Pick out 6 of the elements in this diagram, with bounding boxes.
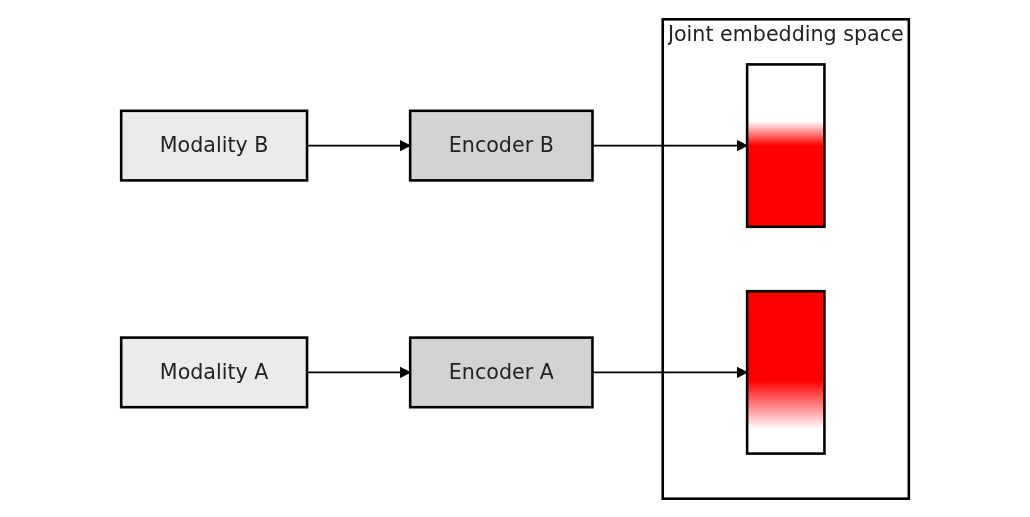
node-bar — [745, 62, 826, 228]
node-bar — [745, 289, 826, 455]
node-box: Encoder B — [408, 109, 594, 182]
node-box: Modality B — [119, 109, 309, 182]
node-box: Modality A — [119, 335, 309, 408]
node-box: Encoder A — [408, 335, 594, 408]
